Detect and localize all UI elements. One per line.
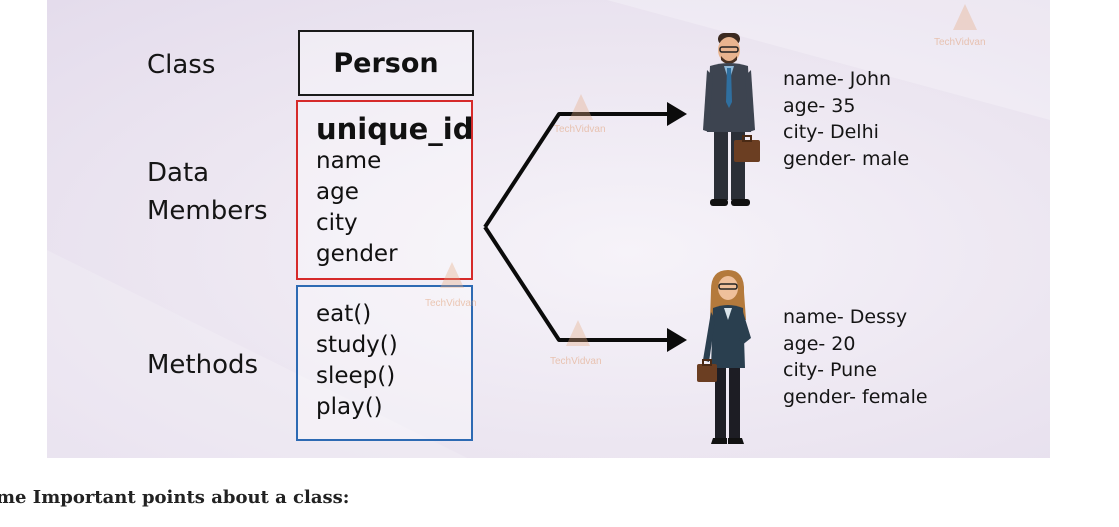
watermark-text: TechVidvan [425,298,477,309]
instantiation-arrows [483,102,687,352]
watermark-logo-icon [953,4,977,30]
object-1-name: name- John [783,68,892,90]
object-2-name: name- Dessy [783,306,908,328]
class-name: Person [333,47,439,79]
watermark-logo-icon [440,262,464,288]
object-1-gender: gender- male [783,147,910,170]
method-play: play() [316,394,383,420]
method-eat: eat() [316,301,372,327]
diagram-backdrop [47,0,1050,458]
man-figure-icon [703,33,760,206]
arrowhead-object-2 [667,328,687,352]
woman-figure-icon [697,270,751,444]
watermark-text: TechVidvan [934,37,986,48]
class-name-box: Person [298,30,474,96]
methods-box: eat() study() sleep() play() [296,285,473,441]
object-2-gender: gender- female [783,385,928,408]
watermark-logo-icon [569,94,593,120]
data-member-gender: gender [316,241,398,267]
class-object-diagram: Class Data Members Methods Person unique… [47,0,1050,458]
watermark-text: TechVidvan [554,124,606,135]
method-study: study() [316,332,398,358]
object-1-attributes: name- John age- 35 city- Delhi gender- m… [783,66,909,172]
arrow-to-object-2 [483,225,669,342]
object-2-attributes: name- Dessy age- 20 city- Pune gender- f… [783,304,928,410]
data-members-box: unique_id name age city gender [296,100,474,280]
object-1-city: city- Delhi [783,121,879,143]
arrow-to-object-1 [483,112,669,229]
object-2-city: city- Pune [783,359,877,381]
arrowhead-object-1 [667,102,687,126]
data-member-city: city [316,210,358,236]
data-members-row-label-line1: Data [147,158,210,188]
class-row-label: Class [147,50,216,80]
data-member-age: age [316,179,359,205]
section-heading: ome Important points about a class: [0,487,350,508]
watermark-text: TechVidvan [550,356,602,367]
object-2-age: age- 20 [783,332,856,355]
methods-row-label: Methods [147,350,259,380]
method-sleep: sleep() [316,363,396,389]
data-member-name: name [316,148,382,174]
watermark-logo-icon [566,320,590,346]
data-member-unique-id: unique_id [316,112,474,146]
data-members-row-label-line2: Members [147,196,268,226]
object-1-age: age- 35 [783,94,856,117]
